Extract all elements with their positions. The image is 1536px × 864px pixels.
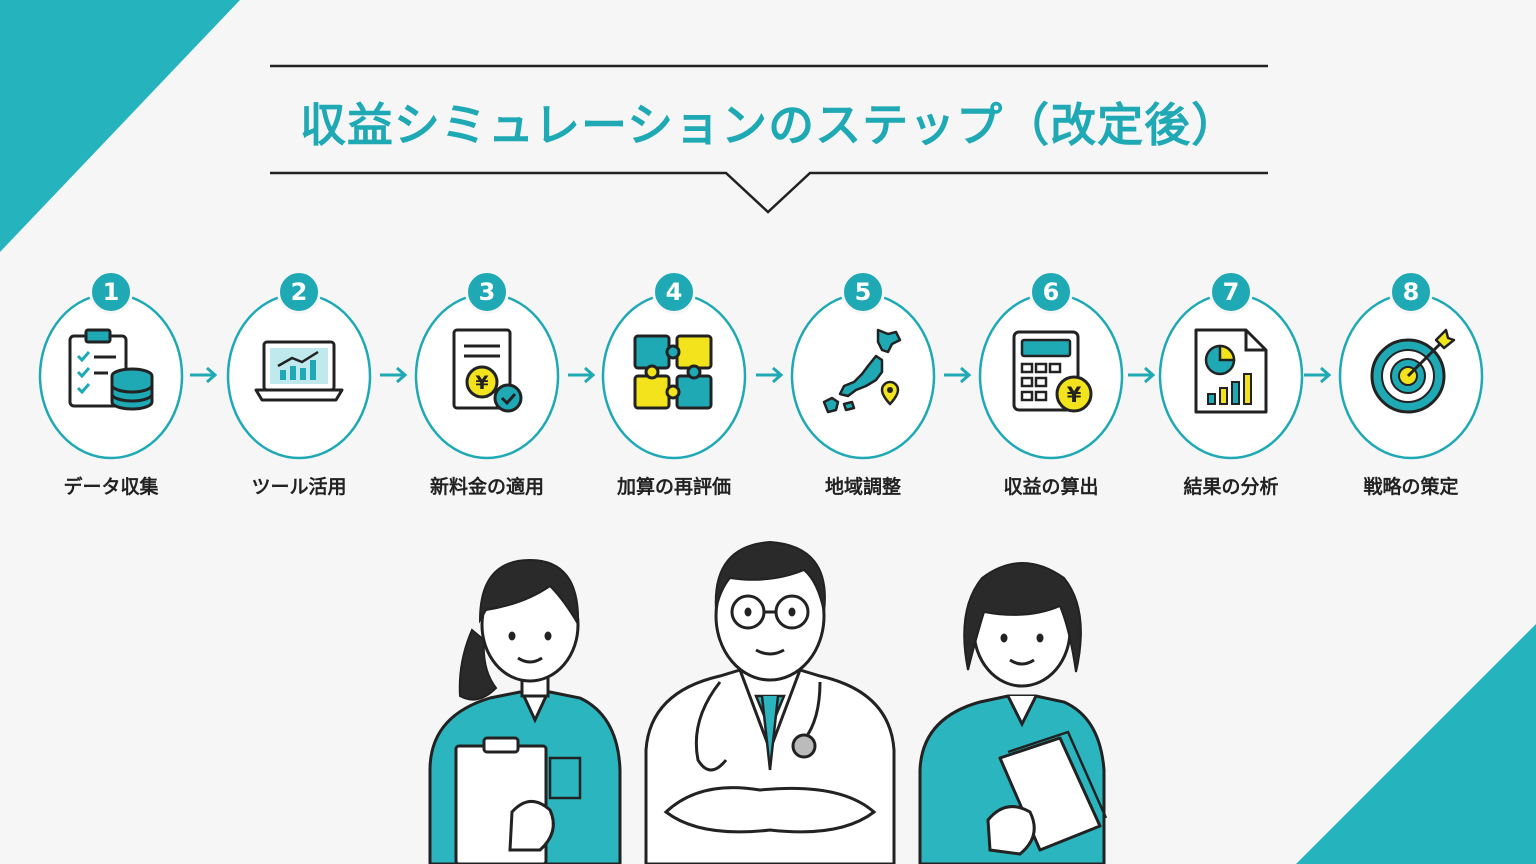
step-5: 5 地域調整	[788, 270, 938, 510]
target-arrow-icon	[1370, 328, 1456, 414]
step-8: 8 戦略の策定	[1336, 270, 1486, 510]
step-number-badge: 8	[1389, 270, 1433, 314]
step-number-badge: 6	[1029, 270, 1073, 314]
japan-map-pin-icon	[822, 328, 902, 414]
step-number-badge: 4	[652, 270, 696, 314]
step-4: 4 加算の再評価	[599, 270, 749, 510]
step-label: 新料金の適用	[429, 476, 544, 498]
arrow-right-icon	[1304, 366, 1332, 384]
arrow-right-icon	[1128, 366, 1156, 384]
step-7: 7 結果の分析	[1156, 270, 1306, 510]
step-6: 6 ¥ 収益の算出	[976, 270, 1126, 510]
nurse-with-clipboard-figure	[428, 558, 622, 864]
arrow-right-icon	[944, 366, 972, 384]
arrow-right-icon	[756, 366, 784, 384]
yen-symbol: ¥	[475, 372, 488, 394]
clipboard-database-icon	[68, 328, 154, 411]
step-1: 1 データ収集	[36, 270, 186, 510]
step-number-badge: 5	[841, 270, 885, 314]
step-number-badge: 7	[1209, 270, 1253, 314]
doctor-with-stethoscope-figure	[644, 540, 896, 864]
step-2: 2 ツール活用	[224, 270, 374, 510]
step-label: 加算の再評価	[616, 476, 731, 498]
step-number-badge: 1	[89, 270, 133, 314]
yen-symbol: ¥	[1067, 383, 1082, 407]
step-number-badge: 3	[465, 270, 509, 314]
medical-staff-illustration	[428, 540, 1108, 864]
arrow-right-icon	[190, 366, 218, 384]
top-left-corner-decoration	[0, 0, 240, 252]
page-title: 収益シミュレーションのステップ（改定後）	[299, 98, 1239, 152]
puzzle-icon	[633, 334, 713, 410]
step-label: 収益の算出	[1003, 476, 1099, 498]
laptop-chart-icon	[254, 340, 344, 402]
document-yen-check-icon: ¥	[452, 328, 523, 413]
title-frame	[270, 64, 1268, 214]
nurse-with-documents-figure	[918, 562, 1108, 864]
step-3: 3 ¥ 新料金の適用	[412, 270, 562, 510]
step-number-badge: 2	[277, 270, 321, 314]
step-label: データ収集	[63, 476, 159, 498]
step-label: 地域調整	[824, 476, 901, 498]
calculator-yen-icon: ¥	[1012, 330, 1093, 413]
report-charts-icon	[1194, 328, 1268, 414]
arrow-right-icon	[568, 366, 596, 384]
step-label: 結果の分析	[1183, 476, 1279, 498]
step-label: 戦略の策定	[1363, 476, 1459, 498]
arrow-right-icon	[380, 366, 408, 384]
step-label: ツール活用	[251, 476, 347, 498]
bottom-right-corner-decoration	[1296, 624, 1536, 864]
